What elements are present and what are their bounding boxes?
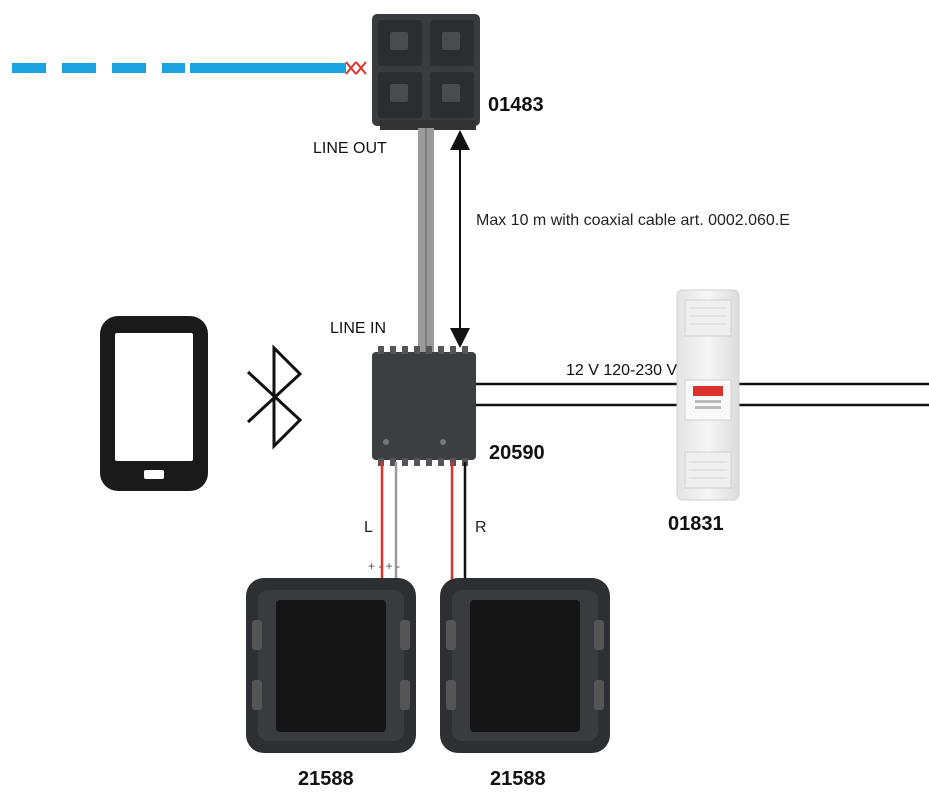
left-channel-label: L xyxy=(364,519,373,536)
device-20590 xyxy=(372,346,476,466)
max-distance-label: Max 10 m with coaxial cable art. 0002.06… xyxy=(476,212,790,229)
power-supply-01831 xyxy=(676,289,740,501)
bluetooth-icon xyxy=(246,344,303,450)
device-01831-code: 01831 xyxy=(668,513,724,535)
device-01483 xyxy=(372,14,480,130)
speaker-right-21588 xyxy=(440,578,610,753)
polarity-label: + - + - xyxy=(368,559,400,573)
supply-voltage-label: 12 V 120-230 V~ xyxy=(566,362,687,379)
speaker-right-code: 21588 xyxy=(490,768,546,790)
device-01483-code: 01483 xyxy=(488,94,544,116)
bus-cable xyxy=(12,61,367,75)
smartphone-icon xyxy=(100,316,208,491)
device-20590-code: 20590 xyxy=(489,442,545,464)
right-channel-label: R xyxy=(475,519,487,536)
speaker-left-21588 xyxy=(246,578,416,753)
line-in-label: LINE IN xyxy=(330,320,386,337)
speaker-wires xyxy=(380,462,467,582)
line-out-label: LINE OUT xyxy=(313,140,387,157)
speaker-left-code: 21588 xyxy=(298,768,354,790)
